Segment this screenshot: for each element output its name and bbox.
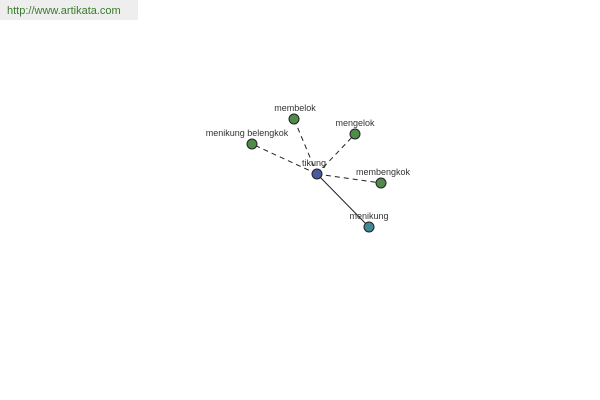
center-label-tikung[interactable]: tikung bbox=[302, 158, 326, 168]
node-label-menikung-belengkok[interactable]: menikung belengkok bbox=[206, 128, 289, 138]
edge-menikung bbox=[316, 173, 370, 228]
node-membelok[interactable] bbox=[288, 113, 300, 125]
node-label-membengkok[interactable]: membengkok bbox=[356, 167, 411, 177]
center-node-tikung[interactable] bbox=[311, 168, 323, 180]
node-mengelok[interactable] bbox=[349, 128, 361, 140]
edge-membengkok bbox=[316, 173, 382, 184]
graph-labels: membelok mengelok menikung belengkok memben… bbox=[206, 103, 411, 221]
node-membengkok[interactable] bbox=[375, 177, 387, 189]
edge-menikung-belengkok bbox=[251, 143, 318, 175]
node-label-mengelok[interactable]: mengelok bbox=[335, 118, 375, 128]
node-label-membelok[interactable]: membelok bbox=[274, 103, 316, 113]
node-menikung[interactable] bbox=[363, 221, 375, 233]
graph-edges bbox=[251, 118, 382, 228]
watermark-url[interactable]: http://www.artikata.com bbox=[0, 0, 138, 20]
graph-nodes bbox=[246, 113, 387, 233]
node-label-menikung[interactable]: menikung bbox=[349, 211, 388, 221]
edge-membelok bbox=[293, 118, 318, 175]
node-menikung-belengkok[interactable] bbox=[246, 138, 258, 150]
edge-mengelok bbox=[316, 133, 356, 175]
